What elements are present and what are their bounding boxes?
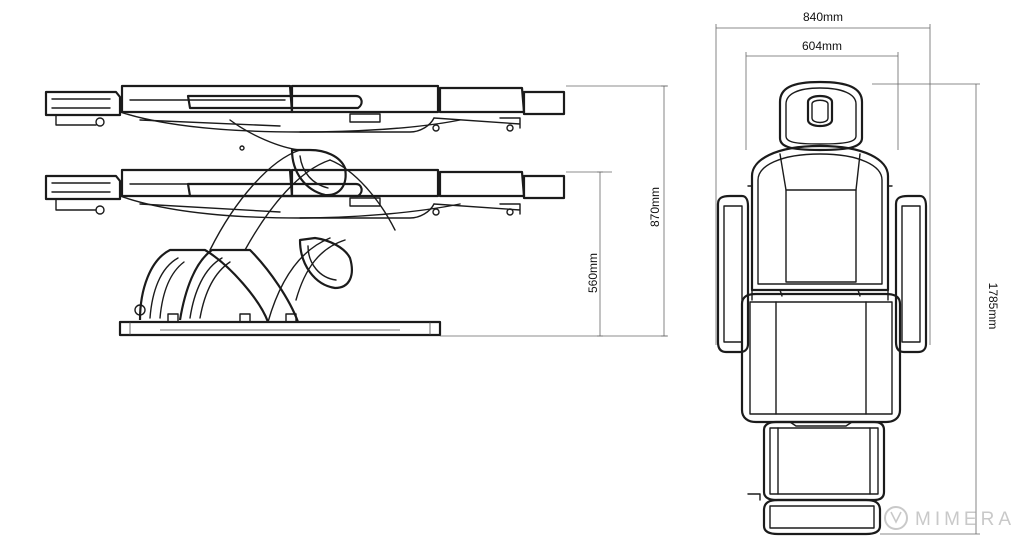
table-top-lowered (44, 168, 566, 219)
top-view (715, 24, 980, 536)
height-dimensions (440, 85, 668, 337)
base-plate (118, 304, 442, 337)
foot-rest (747, 493, 882, 536)
max-height-label: 870mm (648, 187, 662, 227)
watermark: MIMERA (884, 506, 1015, 530)
lift-column (138, 149, 346, 323)
tilt-mechanism (290, 148, 396, 290)
length-label: 1785mm (986, 283, 1000, 330)
side-view (44, 84, 668, 337)
watermark-brand: MIMERA (915, 509, 1015, 530)
seat-cushion (740, 289, 902, 424)
armrest-right (887, 185, 928, 354)
seat-width-label: 604mm (802, 39, 842, 53)
table-top-raised (44, 84, 566, 151)
leg-rest (762, 420, 886, 502)
headrest (778, 80, 864, 152)
overall-width-label: 840mm (803, 10, 843, 24)
min-height-label: 560mm (586, 253, 600, 293)
armrest-left (716, 185, 753, 354)
watermark-logo-icon (884, 506, 908, 530)
backrest (750, 144, 890, 295)
